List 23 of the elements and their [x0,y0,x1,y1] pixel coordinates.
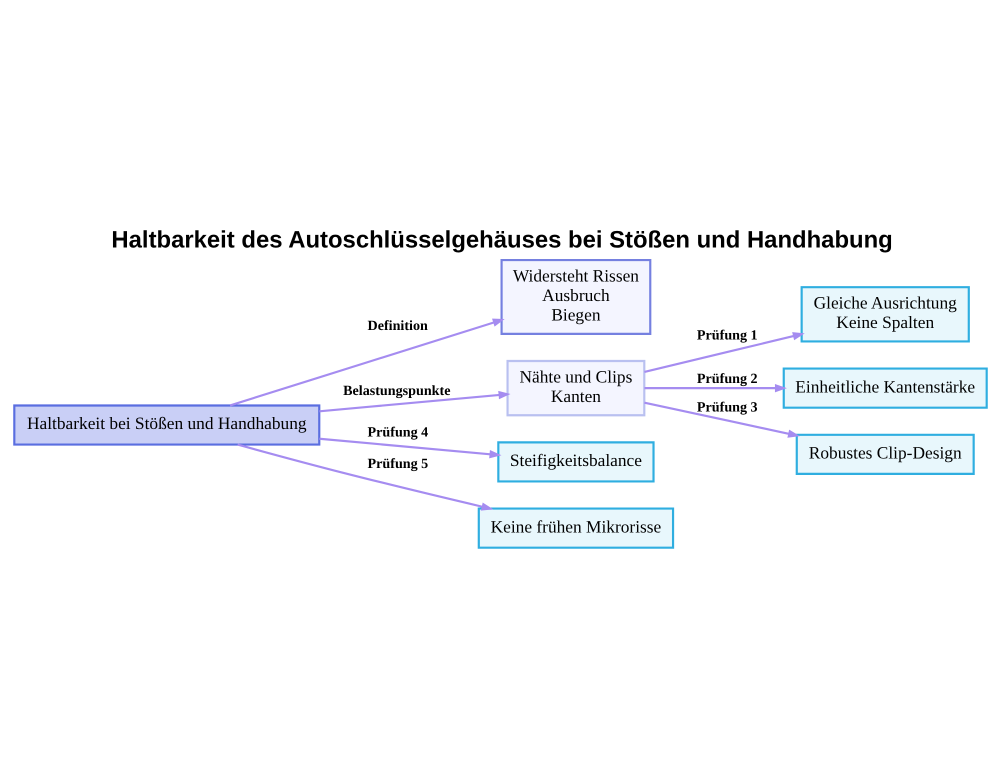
arrow [644,402,800,438]
node-box: Haltbarkeit bei Stößen und Handhabung [12,404,320,446]
arrow [318,438,501,458]
edge-label: Prüfung 2 [696,371,758,388]
node-box: Keine frühen Mikrorisse [477,508,674,549]
edge-label: Prüfung 5 [367,456,428,472]
node-box: Gleiche Ausrichtung Keine Spalten [800,286,970,343]
arrow [236,444,493,511]
node-box: Steifigkeitsbalance [496,441,654,483]
node-box: Robustes Clip-Design [795,434,974,475]
edge-label: Prüfung 4 [367,424,428,440]
edge-label: Prüfung 3 [696,399,758,416]
node-box: Einheitliche Kantenstärke [782,368,988,409]
node-box: Nähte und Clips Kanten [506,360,645,416]
arrow [229,318,504,406]
edge-label: Definition [367,318,428,334]
edge-label: Prüfung 1 [696,328,758,344]
arrow [318,390,510,412]
arrow [644,332,804,373]
node-box: Widersteht Rissen Ausbruch Biegen [500,258,651,335]
arrow [644,384,786,392]
diagram-title: Haltbarkeit des Autoschlüsselgehäuses bei Stößen und Handhabung [110,226,892,254]
edge-label: Belastungspunkte [342,383,450,400]
